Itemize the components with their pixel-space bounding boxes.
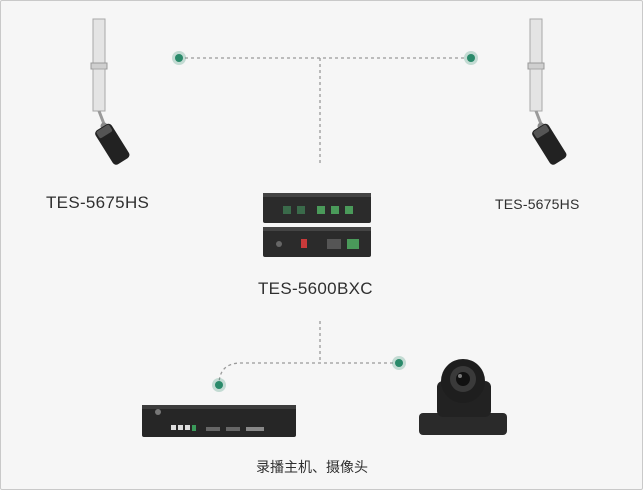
recording-host (142, 405, 296, 437)
mic-left-label: TES-5675HS (46, 193, 150, 212)
hanging-microphone-right (527, 18, 567, 165)
ptz-camera (419, 359, 507, 435)
top-connector (172, 51, 478, 163)
controller-label: TES-5600BXC (258, 279, 373, 298)
controller-unit (263, 193, 371, 257)
recording-camera-label: 录播主机、摄像头 (256, 460, 368, 476)
mic-right-label: TES-5675HS (495, 196, 580, 212)
hanging-microphone-left (90, 18, 130, 165)
bottom-connector (212, 321, 406, 392)
